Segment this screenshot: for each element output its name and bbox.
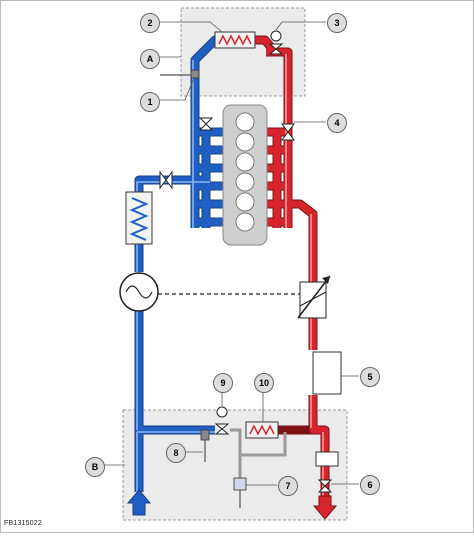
callout-9: 9 <box>213 373 233 393</box>
figure-code: FB1315022 <box>4 520 42 527</box>
inlet-arrow-icon <box>126 489 152 516</box>
radiator-icon <box>125 191 153 245</box>
fan-control-icon <box>297 275 331 319</box>
outlet-arrow-icon <box>312 495 338 520</box>
callout-6: 6 <box>360 475 380 495</box>
callout-A: A <box>140 49 160 69</box>
sensor-icon <box>190 69 247 491</box>
valve-icon <box>159 117 333 493</box>
callout-1: 1 <box>140 92 160 112</box>
callout-8: 8 <box>166 443 186 463</box>
coolant-pump-icon <box>119 272 159 312</box>
callout-10: 10 <box>254 373 274 393</box>
cylinders <box>235 112 255 232</box>
callout-leaders <box>104 21 359 486</box>
callout-5: 5 <box>360 367 380 387</box>
callout-4: 4 <box>327 113 347 133</box>
lower-heat-exchanger-icon <box>245 421 279 439</box>
feed-lines <box>230 428 287 485</box>
callout-2: 2 <box>140 13 160 33</box>
callout-3: 3 <box>327 13 347 33</box>
thermostat-icon <box>214 30 284 435</box>
component-5-box <box>312 351 342 395</box>
heat-exchanger-icon <box>214 31 256 49</box>
component-6-box <box>315 451 339 467</box>
callout-B: B <box>85 457 105 477</box>
callout-7: 7 <box>278 476 298 496</box>
